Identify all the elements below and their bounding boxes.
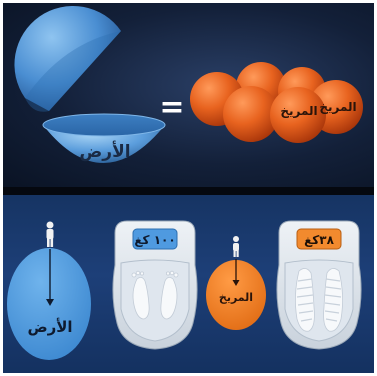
mars-disk-label: المريخ	[219, 291, 253, 304]
mars-scale-reading: ٣٨كغ	[304, 233, 335, 247]
top-panel: الأرض = المريخ المريخ	[3, 3, 374, 187]
earth-scale: ١٠٠ كغ	[113, 221, 197, 349]
mars-scale: ٣٨كغ	[277, 221, 361, 349]
equals-sign: =	[159, 90, 184, 125]
earth-disk-group: الأرض	[7, 222, 91, 361]
top-panel-graphic: الأرض = المريخ المريخ	[3, 3, 374, 187]
mars-sphere-label: المريخ	[319, 100, 356, 114]
earth-hemisphere-label: الأرض	[79, 141, 130, 162]
mars-disk-group: المريخ	[206, 236, 266, 330]
mars-sphere-label: المريخ	[280, 104, 317, 118]
infographic-frame: الأرض = المريخ المريخ	[3, 3, 374, 373]
bottom-panel-graphic: الأرض ١٠٠ كغ	[3, 195, 374, 373]
earth-upper-hemisphere	[14, 6, 121, 112]
person-icon	[233, 236, 239, 257]
earth-disk-label: الأرض	[27, 318, 72, 336]
bottom-panel: الأرض ١٠٠ كغ	[3, 195, 374, 373]
person-icon	[47, 222, 54, 248]
earth-scale-reading: ١٠٠ كغ	[134, 233, 175, 247]
panel-divider	[3, 187, 374, 195]
